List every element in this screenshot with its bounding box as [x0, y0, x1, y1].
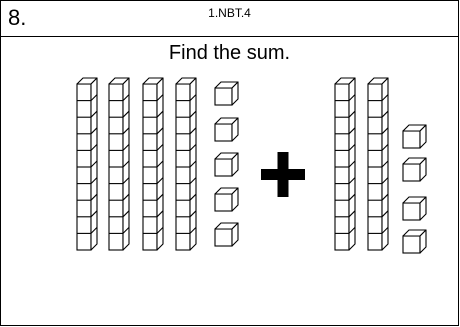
ones-cube: [402, 229, 427, 254]
tens-rod: [334, 77, 356, 251]
ones-cube: [402, 196, 427, 221]
ones-cube: [214, 81, 239, 106]
standard-code: 1.NBT.4: [208, 6, 251, 20]
ones-cube: [402, 124, 427, 149]
problem-number: 8.: [8, 5, 27, 30]
ones-cube: [214, 187, 239, 212]
tens-rod: [175, 77, 197, 251]
ones-cube: [214, 117, 239, 142]
instruction-text: Find the sum.: [168, 42, 291, 64]
tens-rod: [108, 77, 130, 251]
tens-rod: [142, 77, 164, 251]
ones-cube: [214, 152, 239, 177]
ones-cube: [214, 222, 239, 247]
right-addend-blocks: [334, 77, 427, 254]
tens-rod: [367, 77, 389, 251]
left-addend-blocks: [76, 77, 239, 251]
plus-sign-icon: [261, 152, 305, 197]
ones-cube: [402, 157, 427, 182]
header-divider: [1, 36, 458, 37]
tens-rod: [76, 77, 98, 251]
